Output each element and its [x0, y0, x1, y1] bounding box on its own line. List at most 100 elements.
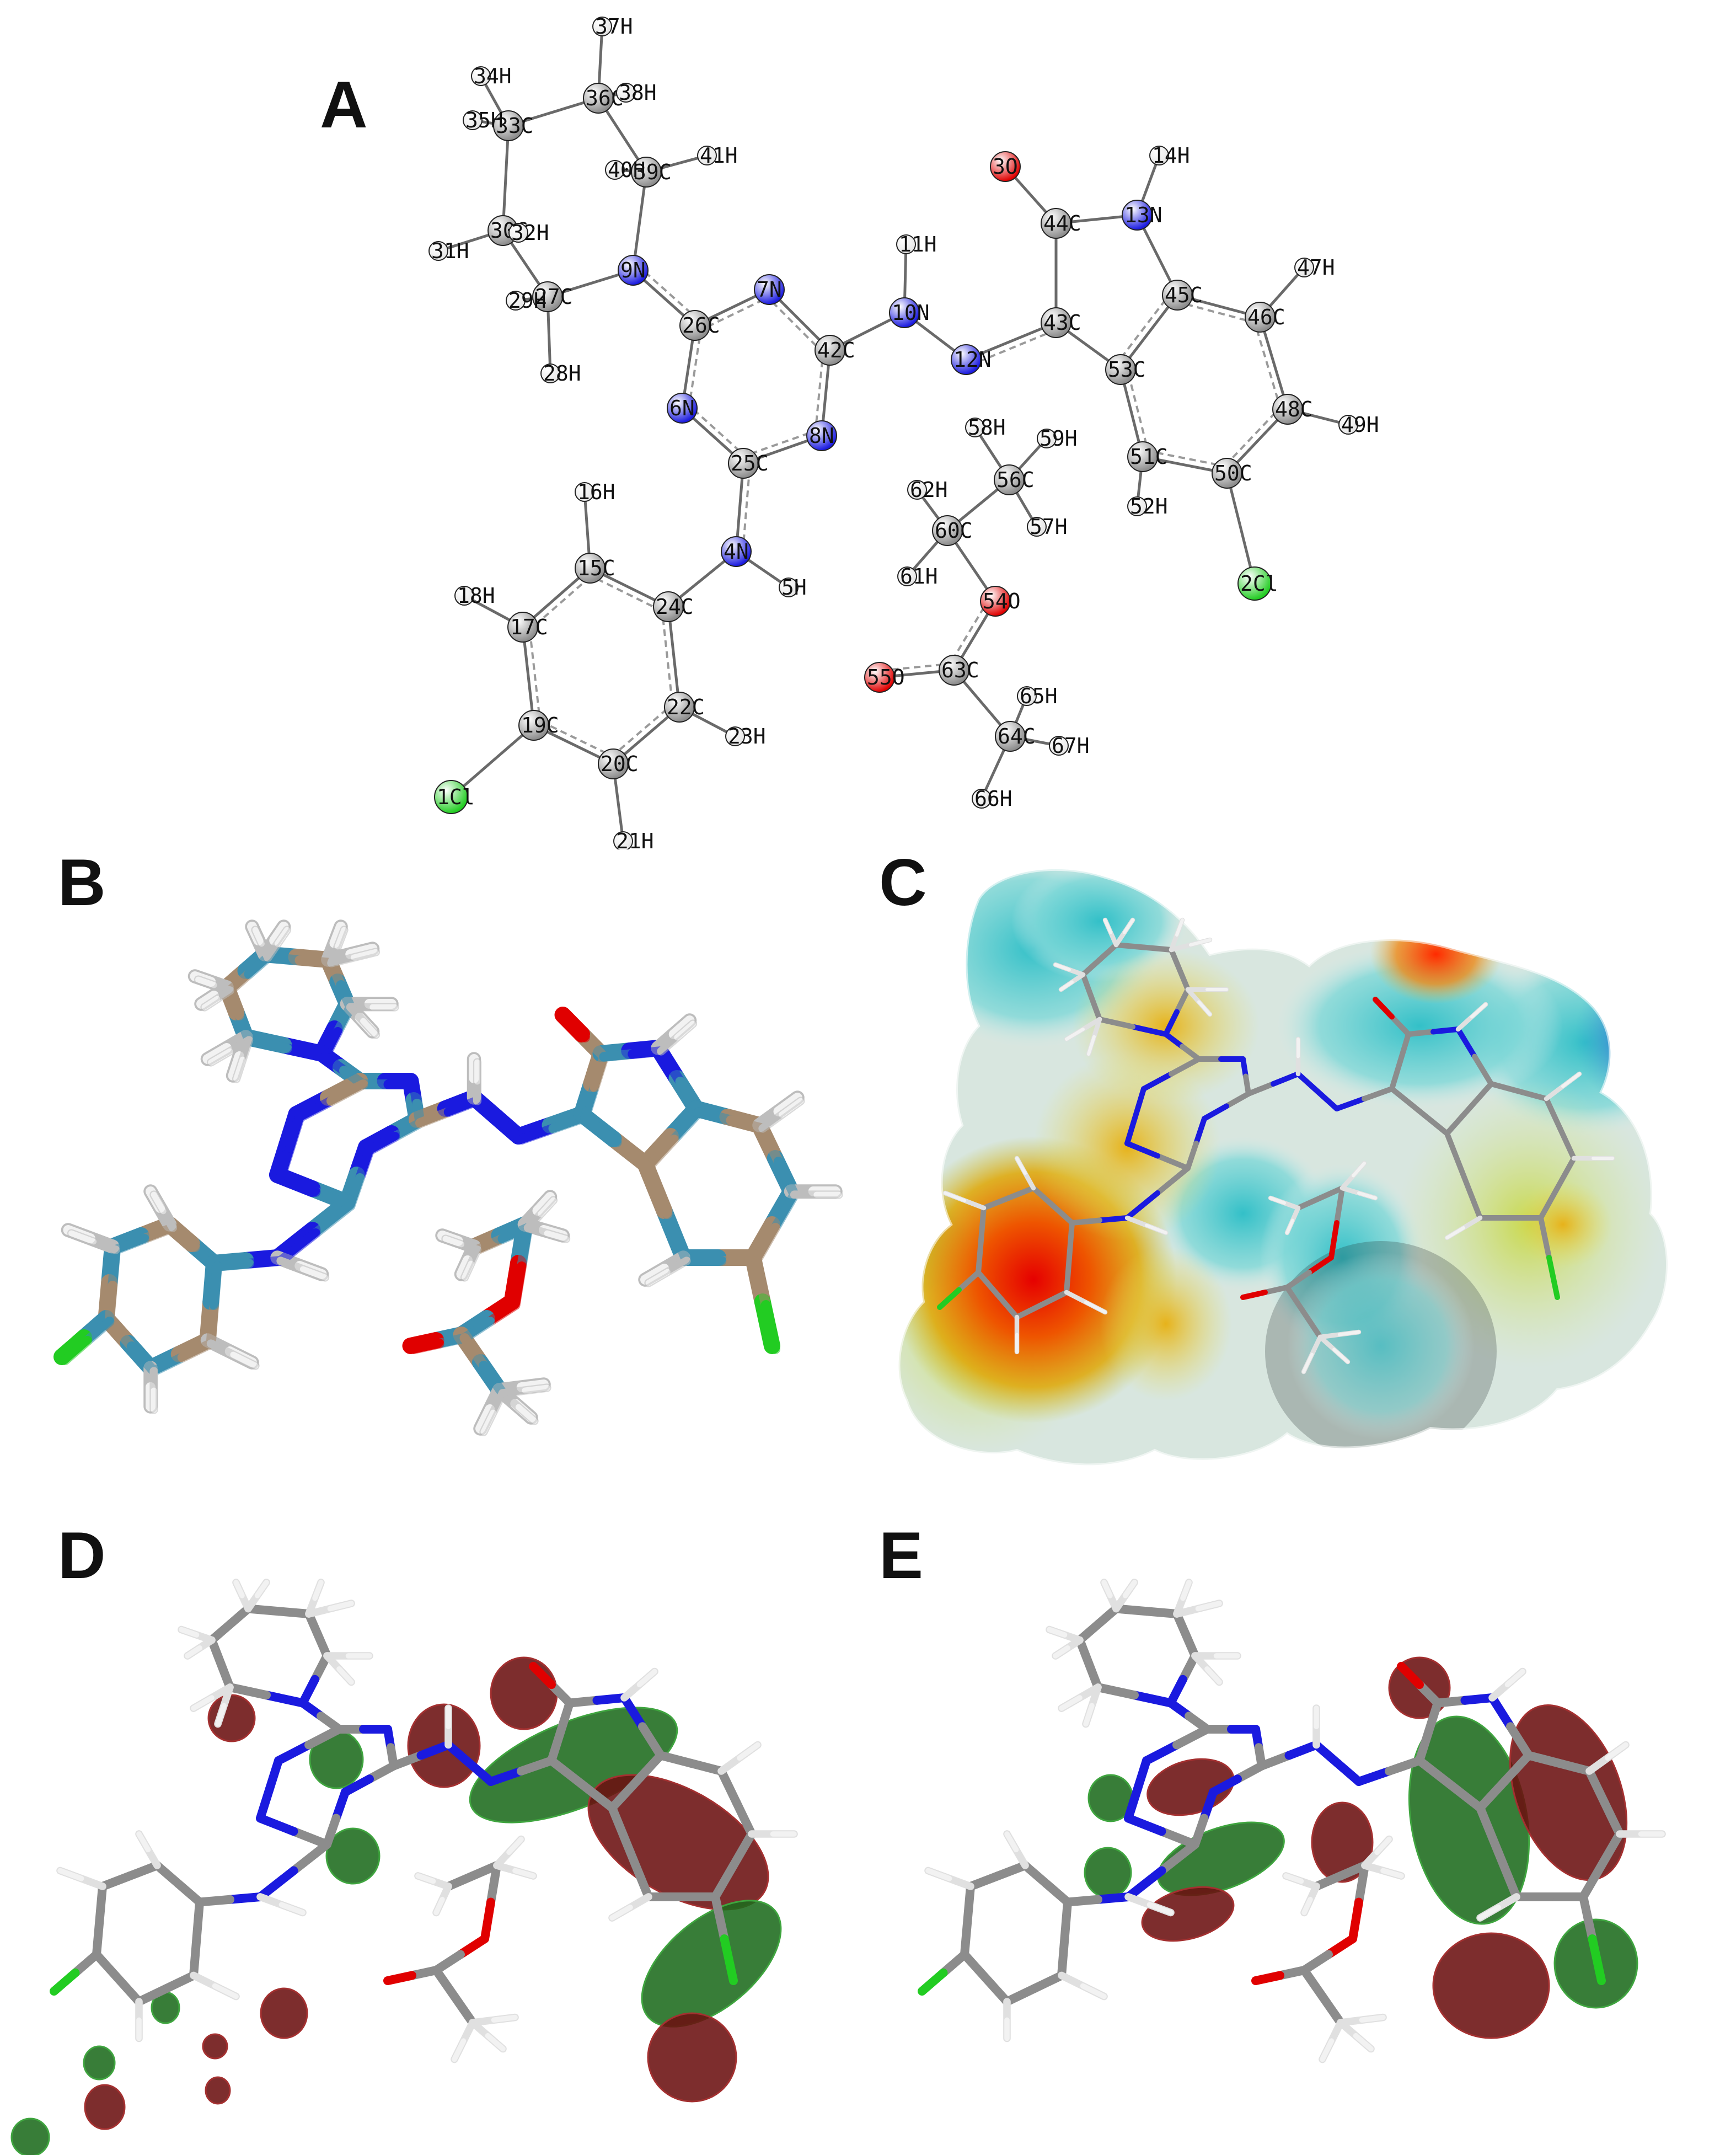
atom-h	[454, 586, 474, 606]
atom-label: 37H	[595, 14, 633, 39]
bond-half	[1301, 1309, 1323, 1340]
atom-h	[540, 363, 560, 383]
orbital-lobe-negative	[490, 1656, 558, 1730]
orbital-plot-d	[10, 1579, 798, 2155]
panel-d-label: D	[58, 1518, 106, 1592]
atom-label: 54O	[983, 589, 1021, 613]
bond-half	[1262, 1285, 1290, 1295]
atom-o	[980, 586, 1011, 617]
bond-half	[465, 1758, 495, 1786]
bond-half	[1461, 1173, 1483, 1221]
bond-half	[644, 1135, 679, 1172]
panel-e: E	[868, 1506, 1736, 2155]
hydrogen	[151, 1191, 167, 1215]
bond	[1119, 294, 1178, 371]
bond-half	[1466, 1081, 1494, 1111]
bond-half	[565, 1696, 602, 1708]
hydrogen	[1353, 2033, 1374, 2052]
bond-half	[1124, 1785, 1142, 1823]
bond-half	[770, 1190, 800, 1233]
hydrogen	[1145, 1223, 1167, 1234]
bond-half	[244, 1035, 292, 1054]
orbital-lobe-negative	[1311, 1801, 1374, 1883]
hydrogen	[195, 976, 217, 988]
bond-half	[1133, 1756, 1151, 1794]
orbital-lobe-positive	[1084, 1847, 1132, 1899]
bond-half	[993, 1861, 1030, 1880]
bond-half	[1444, 1131, 1466, 1179]
bond-half	[694, 1107, 736, 1125]
atom-label: 20C	[601, 752, 639, 776]
bond-half	[276, 1173, 321, 1197]
bond-half	[976, 1270, 1000, 1298]
bond-half	[1317, 1185, 1345, 1201]
bond-half	[1488, 1081, 1521, 1094]
bond-half	[1113, 942, 1146, 950]
bond-half	[409, 1339, 444, 1354]
overlay-conformer-1	[53, 919, 843, 1436]
bond-half	[773, 1157, 800, 1200]
bond-half	[1240, 1290, 1268, 1300]
atom-label: 34H	[474, 64, 512, 88]
bond-half	[1021, 1861, 1051, 1889]
bond-half	[548, 1113, 590, 1133]
bond-half	[108, 1245, 121, 1291]
atom-label: 62H	[910, 478, 948, 502]
atom-label: 61H	[900, 564, 938, 589]
bond-half	[517, 1223, 533, 1271]
bond-half	[111, 1234, 149, 1255]
bond-half	[256, 1814, 298, 1836]
bond-half	[1157, 1827, 1199, 1849]
bond-half	[1333, 1758, 1363, 1786]
hydrogen	[269, 922, 289, 945]
bond-half	[443, 1096, 483, 1117]
hydrogen	[185, 1645, 202, 1659]
bond-half	[1075, 1635, 1094, 1669]
bond-half	[195, 1895, 234, 1907]
aromatic-bond	[741, 463, 751, 553]
atom-label: 65H	[1020, 684, 1058, 708]
bond-half	[1130, 1024, 1169, 1037]
atom-label: 35H	[465, 108, 503, 132]
orbital-lobe-positive	[325, 1827, 381, 1885]
atom-c	[532, 281, 563, 312]
atom-o	[990, 151, 1021, 182]
bond-half	[1385, 1756, 1424, 1776]
hydrogen	[1320, 2038, 1335, 2062]
bond-half	[1546, 1255, 1560, 1300]
atom-label: 1Cl	[437, 785, 475, 809]
bond-half	[656, 1751, 695, 1768]
bond-half	[561, 1013, 590, 1042]
hydrogen	[233, 1580, 245, 1598]
atom-label: 43C	[1043, 311, 1081, 335]
atom-h	[896, 234, 916, 254]
atom-label: 14H	[1152, 143, 1190, 168]
bond-half	[1166, 1675, 1187, 1708]
bond-half	[1142, 1740, 1181, 1765]
bond-half	[529, 1662, 556, 1689]
bond-half	[486, 1767, 526, 1786]
atom-h	[463, 110, 483, 130]
bond-half	[758, 1124, 784, 1167]
bond-half	[1094, 1892, 1133, 1904]
bond-half	[226, 1892, 265, 1904]
bond-half	[432, 1966, 459, 2001]
bond-half	[751, 1223, 780, 1266]
atom-c	[631, 157, 662, 188]
hydrogen	[274, 927, 290, 947]
bond-half	[732, 1798, 756, 1838]
bond-half	[1080, 972, 1094, 1000]
bond-half	[1193, 1116, 1207, 1146]
bond-half	[1433, 1696, 1470, 1708]
hydrogen	[532, 1192, 555, 1216]
bond	[501, 125, 510, 231]
orbital-lobes	[10, 1656, 782, 2155]
bond-half	[1544, 1096, 1563, 1131]
bond	[521, 627, 535, 726]
atom-c	[493, 110, 524, 141]
bond-half	[1415, 1727, 1433, 1765]
atom-label: 55O	[867, 665, 905, 689]
atom-c	[653, 591, 684, 622]
bond-half	[1444, 1106, 1472, 1136]
